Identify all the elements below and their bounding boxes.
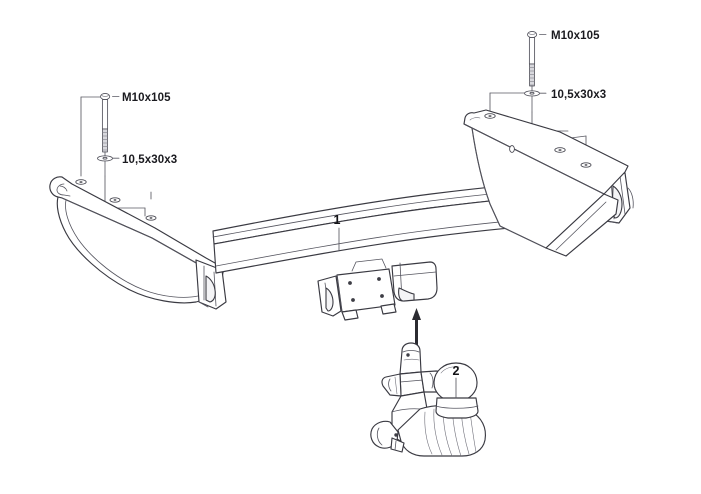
- left-washer-label: 10,5x30x3: [122, 154, 177, 166]
- left-bolt-group: [100, 92, 111, 158]
- callout-1: 1: [334, 213, 341, 251]
- right-washer-group: [524, 90, 540, 113]
- right-washer-label: 10,5x30x3: [551, 89, 606, 101]
- left-bolt-label: M10x105: [122, 92, 171, 104]
- tow-ball-assembly: [370, 342, 486, 457]
- callout-1-label: 1: [334, 213, 341, 227]
- callout-2-label: 2: [453, 364, 460, 378]
- callout-2: 2: [453, 364, 460, 399]
- receiver-tube: [391, 261, 438, 302]
- right-mounting-arm: [463, 109, 629, 257]
- socket-mounting-plate: [317, 258, 397, 321]
- panel-hole: [509, 145, 515, 153]
- right-bolt-label: M10x105: [551, 30, 600, 42]
- assembly-direction-arrow: [412, 308, 421, 347]
- left-washer-group: [97, 155, 113, 177]
- right-bolt-group: [527, 30, 538, 92]
- left-mounting-arm: [49, 176, 225, 304]
